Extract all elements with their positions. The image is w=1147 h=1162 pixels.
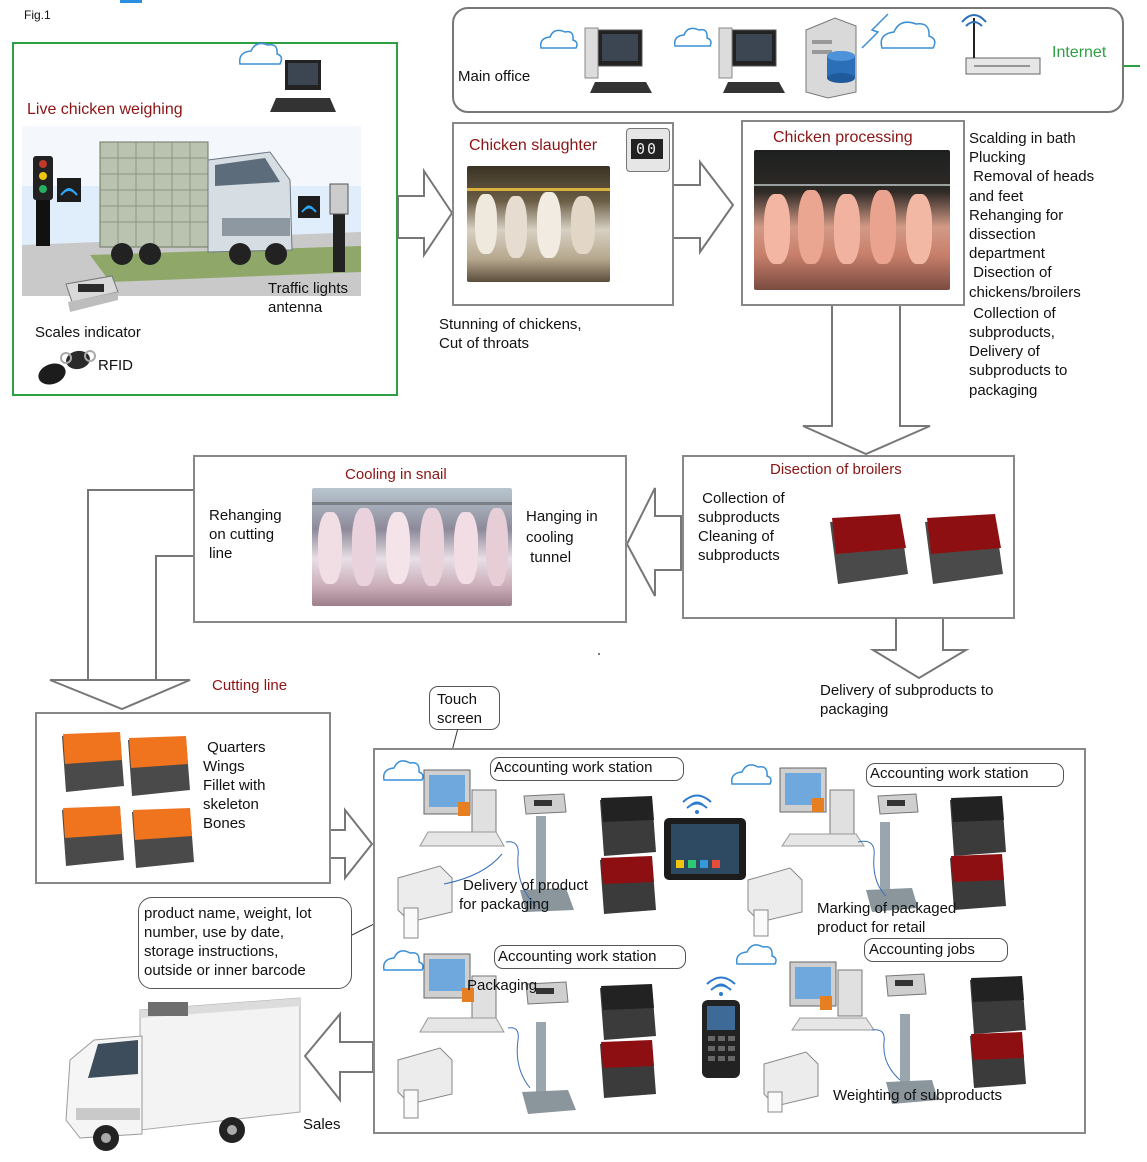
label-info-callout bbox=[138, 897, 352, 989]
station-3-callout bbox=[494, 945, 686, 969]
slaughter-photo bbox=[467, 166, 610, 282]
arrow-cooling-to-cutting bbox=[49, 679, 191, 711]
station-2-label: Accounting work station bbox=[870, 765, 1029, 782]
internet-label: Internet bbox=[1052, 44, 1107, 61]
cutting-title: Cutting line bbox=[212, 677, 288, 694]
station-2-callout bbox=[866, 763, 1064, 787]
arrow-cutting-to-accounting bbox=[328, 807, 374, 881]
sales-label: Sales bbox=[303, 1116, 341, 1133]
station-4-label: Accounting jobs bbox=[869, 941, 975, 958]
main-office-label: Main office bbox=[458, 68, 531, 85]
counter-icon: 00 bbox=[626, 128, 670, 172]
broilers-title: Disection of broilers bbox=[770, 461, 902, 478]
blue-mark bbox=[120, 0, 142, 3]
station-1-label: Accounting work station bbox=[494, 759, 653, 776]
cooling-exit-line bbox=[87, 489, 193, 680]
slaughter-caption: Stunning of chickens,Cut of throats bbox=[439, 316, 582, 352]
cooling-photo bbox=[312, 488, 512, 606]
scales-indicator-label: Scales indicator bbox=[35, 324, 141, 341]
packaging-note: Packaging bbox=[467, 977, 538, 994]
cutting-panel bbox=[35, 712, 331, 884]
rfid-label: RFID bbox=[98, 357, 133, 374]
arrow-accounting-to-sales bbox=[303, 1011, 374, 1103]
main-office-panel bbox=[452, 7, 1124, 113]
cooling-exit-line-inner bbox=[155, 555, 193, 680]
cooling-title: Cooling in snail bbox=[345, 466, 447, 483]
weighting-note: Weighting of subproducts bbox=[833, 1087, 1002, 1104]
processing-title: Chicken processing bbox=[773, 129, 913, 146]
figure-label: Fig.1 bbox=[24, 8, 51, 22]
arrow-slaughter-to-processing bbox=[671, 159, 735, 256]
slaughter-title: Chicken slaughter bbox=[469, 137, 598, 154]
processing-photo bbox=[754, 150, 950, 290]
weighing-panel bbox=[12, 42, 398, 396]
arrow-weighing-to-slaughter bbox=[397, 167, 454, 259]
station-3-label: Accounting work station bbox=[498, 948, 657, 965]
weighing-title: Live chicken weighing bbox=[27, 101, 183, 118]
arrow-broilers-to-delivery bbox=[869, 616, 970, 680]
arrow-broilers-to-cooling bbox=[625, 487, 682, 597]
arrow-processing-to-broilers bbox=[802, 304, 931, 456]
touch-screen-callout bbox=[429, 686, 500, 730]
station-4-callout bbox=[864, 938, 1008, 962]
station-1-callout bbox=[490, 757, 684, 781]
